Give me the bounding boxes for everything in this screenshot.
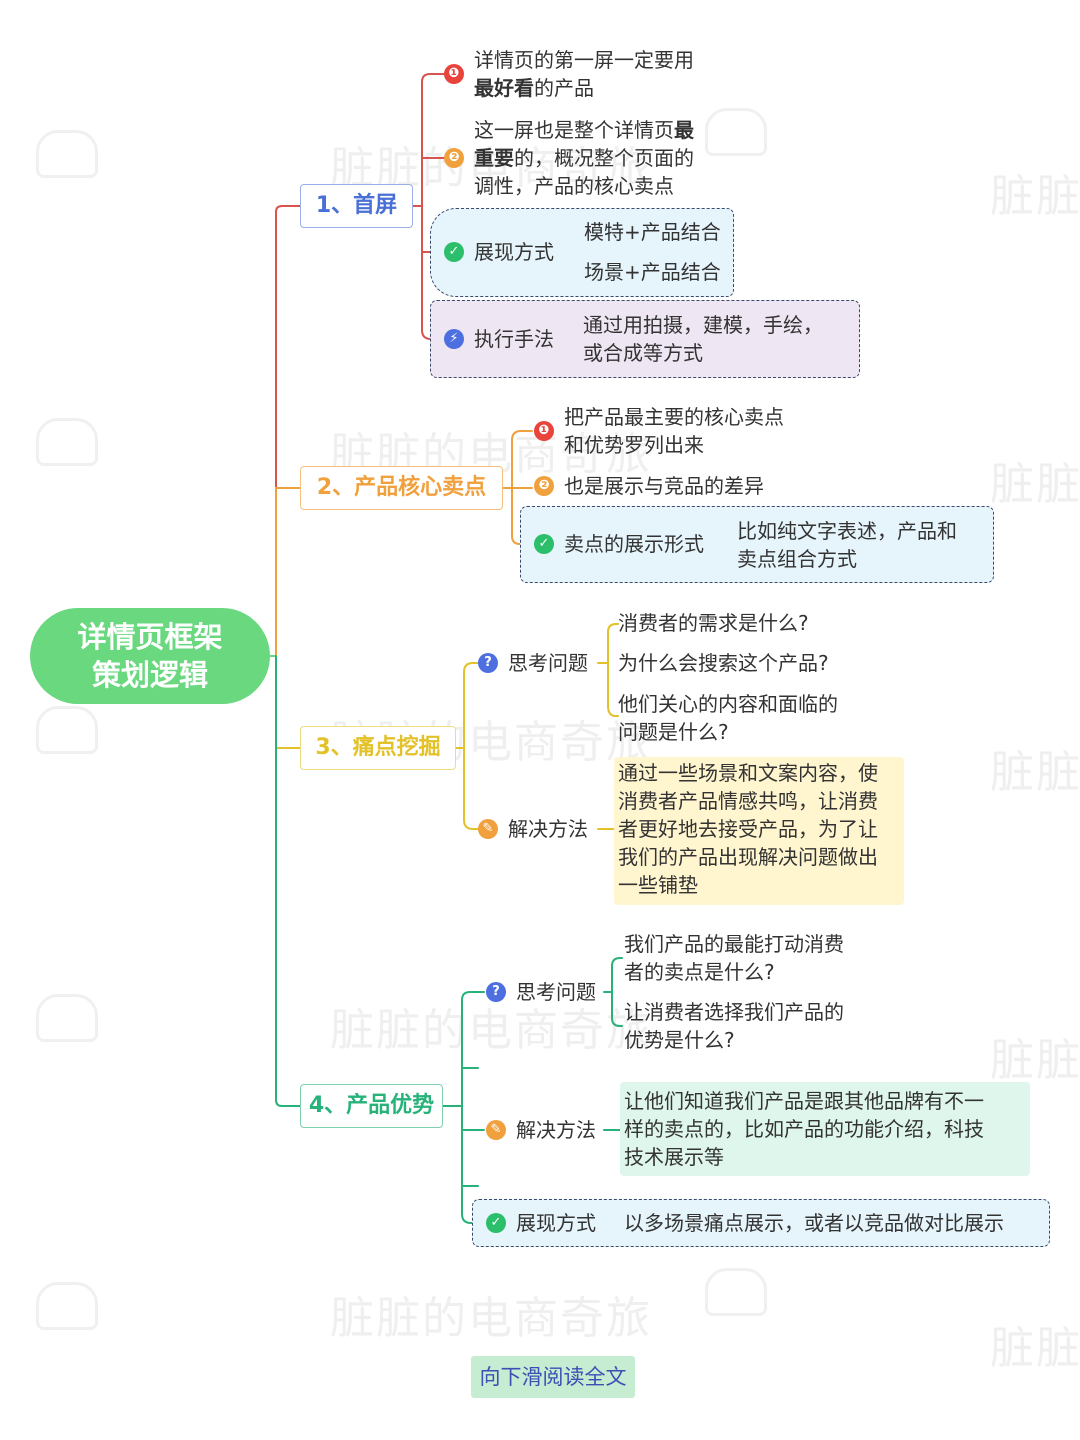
execution-detail[interactable]: 通过用拍摄，建模，手绘， 或合成等方式	[583, 313, 823, 365]
watermark-cloud-icon	[705, 1268, 767, 1316]
branch-first-screen[interactable]: 1、首屏	[300, 184, 413, 228]
watermark-text: 脏脏	[990, 459, 1080, 510]
execution-group	[430, 300, 860, 378]
watermark-cloud-icon	[36, 706, 98, 754]
number-1-icon: ❶	[444, 64, 464, 84]
read-more-button[interactable]: 向下滑阅读全文	[471, 1356, 635, 1398]
branch-core-selling-points[interactable]: 2、产品核心卖点	[300, 466, 503, 510]
watermark-cloud-icon	[36, 130, 98, 178]
selling-point-form-detail[interactable]: 比如纯文字表述，产品和 卖点组合方式	[737, 519, 957, 571]
show-method-option-2[interactable]: 场景+产品结合	[584, 260, 721, 284]
first-screen-item-2[interactable]: 这一屏也是整个详情页最 重要的，概况整个页面的 调性，产品的核心卖点	[474, 118, 694, 198]
show-method-label[interactable]: 展现方式	[474, 240, 554, 264]
check-icon: ✓	[534, 534, 554, 554]
watermark-text: 脏脏的电商奇旅	[330, 1293, 652, 1344]
watermark-text: 脏脏	[990, 747, 1080, 798]
branch-pain-point-mining[interactable]: 3、痛点挖掘	[300, 726, 456, 770]
advantage-question-1[interactable]: 我们产品的最能打动消费 者的卖点是什么?	[624, 932, 844, 984]
bolt-icon: ⚡	[444, 329, 464, 349]
pencil-icon: ✎	[478, 819, 498, 839]
root-node[interactable]: 详情页框架 策划逻辑	[30, 608, 270, 704]
advantage-show-value[interactable]: 以多场景痛点展示，或者以竞品做对比展示	[624, 1211, 1004, 1235]
number-1-icon: ❶	[534, 421, 554, 441]
advantage-solve-label[interactable]: 解决方法	[516, 1118, 596, 1142]
question-icon: ?	[486, 982, 506, 1002]
core-points-item-1[interactable]: 把产品最主要的核心卖点 和优势罗列出来	[564, 405, 784, 457]
branch-product-advantage[interactable]: 4、产品优势	[300, 1084, 443, 1128]
question-icon: ?	[478, 653, 498, 673]
core-points-item-2[interactable]: 也是展示与竞品的差异	[564, 474, 764, 498]
watermark-cloud-icon	[705, 108, 767, 156]
execution-label[interactable]: 执行手法	[474, 327, 554, 351]
show-method-group	[430, 208, 734, 297]
pain-solve-label[interactable]: 解决方法	[508, 817, 588, 841]
pain-solution-highlight	[614, 757, 904, 905]
watermark-text: 脏脏	[990, 171, 1080, 222]
watermark-text: 脏脏	[990, 1035, 1080, 1086]
watermark-text: 脏脏	[990, 1323, 1080, 1374]
advantage-think-label[interactable]: 思考问题	[516, 980, 596, 1004]
advantage-solution-text[interactable]: 让他们知道我们产品是跟其他品牌有不一 样的卖点的，比如产品的功能介绍，科技 技术…	[624, 1089, 984, 1169]
watermark-cloud-icon	[36, 994, 98, 1042]
selling-point-form-group	[520, 506, 994, 583]
advantage-show-label[interactable]: 展现方式	[516, 1211, 596, 1235]
show-method-option-1[interactable]: 模特+产品结合	[584, 220, 721, 244]
watermark-cloud-icon	[36, 1282, 98, 1330]
pain-question-1[interactable]: 消费者的需求是什么?	[618, 611, 809, 635]
pain-question-2[interactable]: 为什么会搜索这个产品?	[618, 651, 829, 675]
number-2-icon: ❷	[534, 476, 554, 496]
watermark-cloud-icon	[36, 418, 98, 466]
check-icon: ✓	[444, 242, 464, 262]
check-icon: ✓	[486, 1213, 506, 1233]
pain-solution-text[interactable]: 通过一些场景和文案内容，使 消费者产品情感共鸣，让消费 者更好地去接受产品，为了…	[618, 761, 878, 897]
pain-question-3[interactable]: 他们关心的内容和面临的 问题是什么?	[618, 692, 838, 744]
number-2-icon: ❷	[444, 148, 464, 168]
pencil-icon: ✎	[486, 1120, 506, 1140]
advantage-show-group	[472, 1199, 1050, 1247]
selling-point-form-label[interactable]: 卖点的展示形式	[564, 532, 704, 556]
advantage-question-2[interactable]: 让消费者选择我们产品的 优势是什么?	[624, 1000, 844, 1052]
pain-think-label[interactable]: 思考问题	[508, 651, 588, 675]
first-screen-item-1[interactable]: 详情页的第一屏一定要用 最好看的产品	[474, 48, 694, 100]
watermark-text: 脏脏的电商奇旅	[330, 1005, 652, 1056]
advantage-solution-highlight	[620, 1082, 1030, 1176]
